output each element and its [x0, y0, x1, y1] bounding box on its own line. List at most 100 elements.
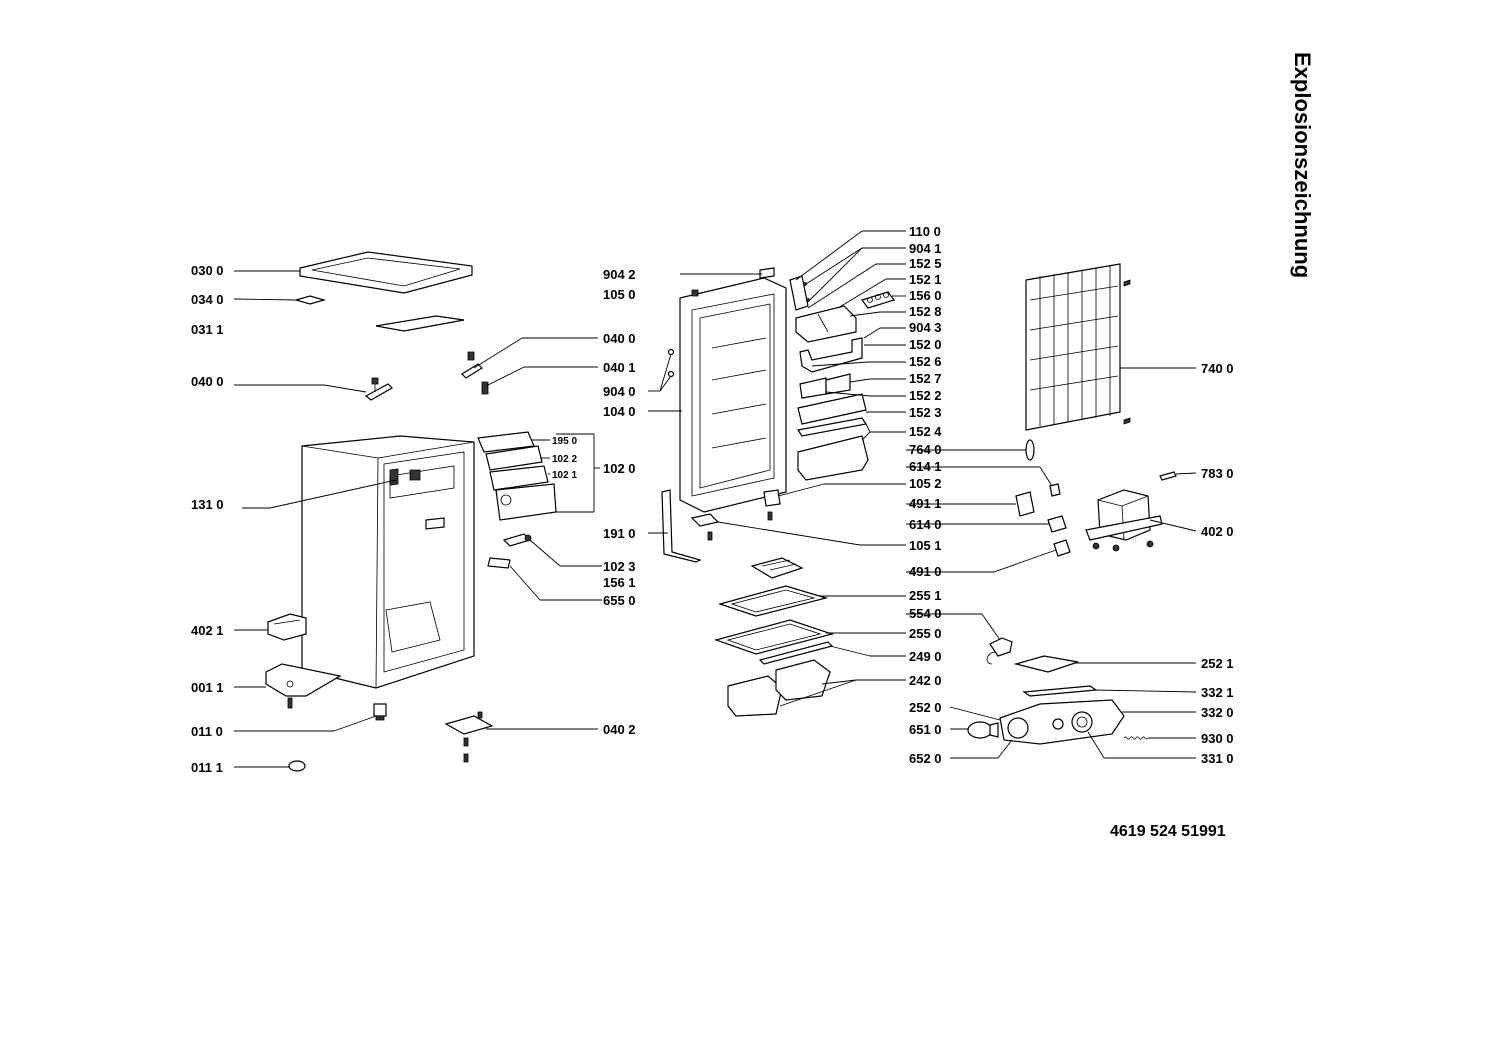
- label-904-3: 904 3: [909, 320, 942, 335]
- hinge-top-part: [461, 351, 483, 379]
- egg-tray-part: [861, 291, 895, 309]
- label-740-0: 740 0: [1201, 361, 1234, 376]
- label-040-2: 040 2: [603, 722, 636, 737]
- label-614-1: 614 1: [909, 459, 942, 474]
- part-labels: 030 0 034 0 031 1 040 0 131 0 402 1 001 …: [191, 224, 1234, 775]
- label-131-0: 131 0: [191, 497, 224, 512]
- label-904-0: 904 0: [603, 384, 636, 399]
- label-331-0: 331 0: [1201, 751, 1234, 766]
- label-031-1: 031 1: [191, 322, 224, 337]
- upper-glass-shelf-part: [717, 585, 829, 617]
- label-152-5: 152 5: [909, 256, 942, 271]
- label-554-0: 554 0: [909, 606, 942, 621]
- base-tray-part: [267, 613, 307, 641]
- crisper-drawer-part: [727, 659, 831, 717]
- drain-pan-part: [1159, 471, 1177, 481]
- filter-drier-part: [1025, 439, 1035, 461]
- label-102-1: 102 1: [552, 470, 577, 481]
- label-011-1: 011 1: [191, 760, 223, 775]
- clip-part: [1049, 483, 1061, 497]
- label-651-0: 651 0: [909, 722, 942, 737]
- label-332-1: 332 1: [1201, 685, 1234, 700]
- label-152-1: 152 1: [909, 272, 942, 287]
- compressor-part: [1085, 489, 1163, 552]
- freezer-door-assembly-part: [477, 431, 557, 521]
- light-seal-part: [1022, 685, 1098, 697]
- overload-protector-part: [1047, 515, 1071, 557]
- door-shelf-2-part: [799, 373, 851, 399]
- label-152-2: 152 2: [909, 388, 942, 403]
- butter-compartment-part: [795, 305, 857, 343]
- door-hinge-part: [690, 513, 720, 541]
- label-930-0: 930 0: [1201, 731, 1234, 746]
- label-105-0: 105 0: [603, 287, 636, 302]
- light-cover-part: [1013, 655, 1079, 673]
- label-105-1: 105 1: [909, 538, 942, 553]
- label-110-0: 110 0: [909, 224, 941, 239]
- label-040-0-left: 040 0: [191, 374, 224, 389]
- label-102-2: 102 2: [552, 454, 577, 465]
- cabinet-part: [301, 435, 475, 689]
- shelf-trim-part: [758, 641, 834, 665]
- top-panel-part: [375, 315, 465, 332]
- label-332-0: 332 0: [1201, 705, 1234, 720]
- label-105-2: 105 2: [909, 476, 942, 491]
- door-stop-part: [763, 489, 781, 521]
- label-242-0: 242 0: [909, 673, 942, 688]
- label-152-0: 152 0: [909, 337, 942, 352]
- label-783-0: 783 0: [1201, 466, 1234, 481]
- label-764-0: 764 0: [909, 442, 942, 457]
- lower-glass-shelf-part: [713, 619, 835, 655]
- light-bulb-part: [967, 721, 999, 739]
- label-152-8: 152 8: [909, 304, 942, 319]
- label-252-1: 252 1: [1201, 656, 1234, 671]
- door-handle-part: [789, 275, 810, 311]
- lamp-cover-part: [487, 557, 511, 569]
- hinge-bracket-part: [364, 377, 393, 401]
- door-shelf-4-part: [797, 435, 869, 481]
- adjustable-foot-part: [373, 703, 387, 721]
- label-255-1: 255 1: [909, 588, 942, 603]
- door-gasket-part: [661, 489, 702, 563]
- label-156-0: 156 0: [909, 288, 942, 303]
- label-904-2: 904 2: [603, 267, 636, 282]
- thermostat-housing-part: [999, 699, 1125, 745]
- foot-bracket-part: [265, 663, 342, 709]
- label-904-1: 904 1: [909, 241, 942, 256]
- label-152-4: 152 4: [909, 424, 942, 439]
- label-011-0: 011 0: [191, 724, 223, 739]
- label-402-0: 402 0: [1201, 524, 1234, 539]
- label-034-0: 034 0: [191, 292, 224, 307]
- label-614-0: 614 0: [909, 517, 942, 532]
- door-part: [679, 267, 787, 513]
- label-655-0: 655 0: [603, 593, 636, 608]
- document-number: 4619 524 51991: [1110, 823, 1226, 840]
- label-402-1: 402 1: [191, 623, 224, 638]
- lamp-socket-part: [986, 637, 1013, 665]
- foot-cap-part: [288, 760, 306, 772]
- leader-lines: [233, 230, 1197, 768]
- label-030-0: 030 0: [191, 263, 224, 278]
- door-shelf-3-part: [797, 393, 867, 425]
- top-cover-part: [299, 251, 473, 294]
- label-152-6: 152 6: [909, 354, 942, 369]
- label-191-0: 191 0: [603, 526, 636, 541]
- label-104-0: 104 0: [603, 404, 636, 419]
- bottom-hinge-part: [444, 711, 494, 763]
- spring-part: [1123, 736, 1149, 740]
- relay-part: [1015, 491, 1035, 517]
- label-249-0: 249 0: [909, 649, 942, 664]
- label-252-0: 252 0: [909, 700, 942, 715]
- label-152-3: 152 3: [909, 405, 942, 420]
- top-clip-part: [293, 295, 327, 305]
- label-255-0: 255 0: [909, 626, 942, 641]
- label-001-1: 001 1: [191, 680, 224, 695]
- label-040-1: 040 1: [603, 360, 636, 375]
- label-152-7: 152 7: [909, 371, 942, 386]
- label-102-0: 102 0: [603, 461, 636, 476]
- label-156-1: 156 1: [603, 575, 636, 590]
- label-195-0: 195 0: [552, 436, 577, 447]
- label-040-0-mid: 040 0: [603, 331, 636, 346]
- door-shelf-1-part: [799, 337, 863, 373]
